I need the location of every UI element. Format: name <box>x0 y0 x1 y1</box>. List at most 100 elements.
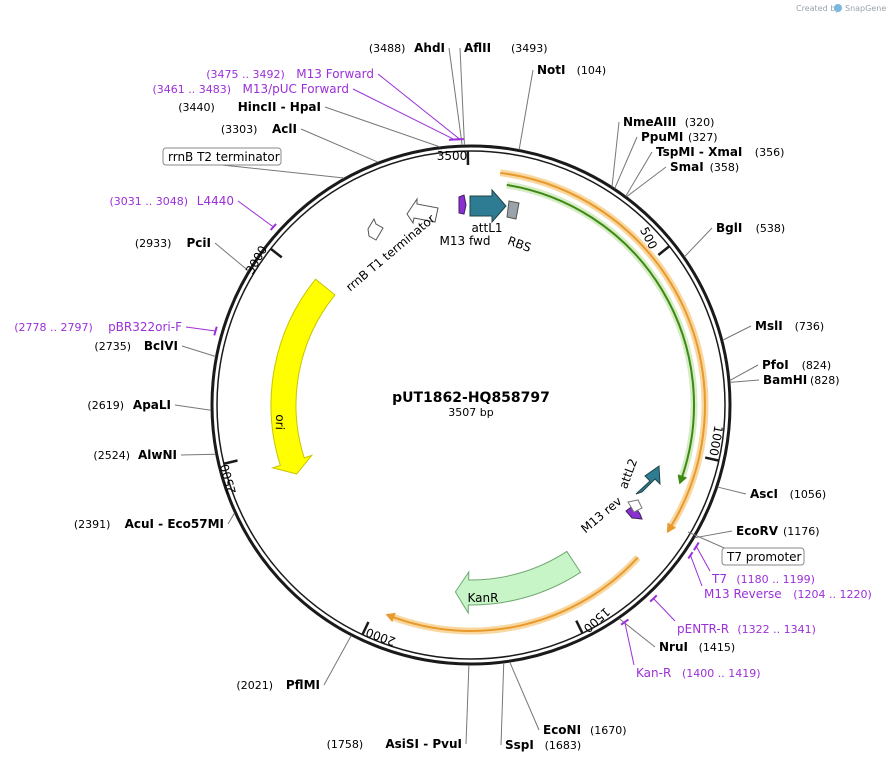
site-leader-line <box>324 106 441 148</box>
feature-rbs[interactable]: RBS <box>506 200 533 255</box>
snapgene-logo: SnapGene <box>834 4 886 13</box>
primer-leader-line <box>237 200 274 228</box>
primer-position: (3475 .. 3492) <box>206 68 285 81</box>
primer-mark <box>449 138 460 141</box>
site-leader-line <box>323 635 352 686</box>
site-leader-line <box>684 227 713 258</box>
primer-leader-line <box>695 546 711 572</box>
site-position: (3488) <box>369 42 406 55</box>
primer-name: L4440 <box>197 194 234 208</box>
site-leader-line <box>181 345 216 357</box>
feature-rrnb-t1[interactable]: rrnB T1 terminator <box>343 197 439 294</box>
orf-line <box>506 183 695 478</box>
primer-pbr322ori-f[interactable]: pBR322ori-F(2778 .. 2797) <box>14 320 218 336</box>
site-leader-line <box>694 530 733 539</box>
site-bgli[interactable]: BglI(538) <box>684 221 786 258</box>
site-name: MslI <box>755 319 783 333</box>
feature-shape <box>635 465 661 495</box>
tick-1500: 1500 <box>575 605 613 635</box>
primer-position: (1204 .. 1220) <box>793 588 872 601</box>
site-bclvi[interactable]: BclVI(2735) <box>94 339 216 357</box>
site-name: PflMI <box>286 678 320 692</box>
orf-arrowhead <box>666 522 677 534</box>
feature-attl2[interactable]: attL2 <box>616 457 661 495</box>
site-econi[interactable]: EcoNI(1670) <box>509 661 627 737</box>
site-position: (828) <box>810 374 840 387</box>
site-aflii[interactable]: AflII(3493) <box>459 41 548 146</box>
site-apali[interactable]: ApaLI(2619) <box>87 398 212 412</box>
site-position: (2524) <box>93 449 130 462</box>
tick-label: 1000 <box>706 424 725 457</box>
site-leader-line <box>729 364 759 381</box>
site-leader-line <box>300 128 379 163</box>
boxed-label-t7-promoter[interactable]: T7 promoter <box>687 531 805 566</box>
site-position: (1415) <box>699 641 736 654</box>
tick-label: 2000 <box>364 625 397 649</box>
site-position: (824) <box>802 359 832 372</box>
site-ecorv[interactable]: EcoRV(1176) <box>694 524 820 539</box>
label-text: rrnB T2 terminator <box>168 150 280 164</box>
site-pflmi[interactable]: PflMI(2021) <box>236 635 352 692</box>
feature-shape <box>627 499 643 513</box>
site-tspmi[interactable]: TspMI - XmaI(356) <box>625 145 785 197</box>
feature-attl1[interactable]: attL1 <box>469 188 507 235</box>
primer-pentr-r[interactable]: pENTR-R(1322 .. 1341) <box>649 594 816 636</box>
feature-shape <box>458 194 467 215</box>
primer-l4440[interactable]: L4440 (3031 .. 3048) <box>109 194 277 231</box>
site-name: AlwNI <box>138 448 177 462</box>
credit-text: Created by <box>796 4 840 13</box>
primer-position: (3031 .. 3048) <box>109 195 188 208</box>
site-leader-line <box>448 47 463 146</box>
primer-m13-reverse[interactable]: M13 Reverse(1204 .. 1220) <box>687 551 872 601</box>
site-leader-line <box>465 664 470 745</box>
site-nmeaiii[interactable]: NmeAIII(320) <box>611 115 714 187</box>
site-sspi[interactable]: SspI(1683) <box>500 662 581 752</box>
primer-mark <box>213 326 218 336</box>
primer-m13-puc-forward[interactable]: M13/pUC Forward(3461 .. 3483) <box>152 82 460 141</box>
site-position: (538) <box>756 222 786 235</box>
site-ppumi[interactable]: PpuMI(327) <box>614 130 718 189</box>
site-pcii[interactable]: PciI(2933) <box>135 236 249 272</box>
site-acui[interactable]: AcuI - Eco57MI(2391) <box>74 512 235 531</box>
tick-mark <box>657 245 671 257</box>
orf-orange-2-arc <box>385 555 641 635</box>
site-alwni[interactable]: AlwNI (2524) <box>93 448 216 462</box>
site-acli[interactable]: AclI(3303) <box>221 122 379 163</box>
primer-name: M13/pUC Forward <box>242 82 349 96</box>
site-leader-line <box>214 242 249 272</box>
site-msli[interactable]: MslI(736) <box>722 319 824 341</box>
site-noti[interactable]: NotI(104) <box>518 63 606 150</box>
orf-line <box>391 556 639 632</box>
site-pfoi[interactable]: PfoI(824) <box>729 358 832 381</box>
feature-label: KanR <box>468 591 499 605</box>
primer-name: pBR322ori-F <box>108 320 182 334</box>
feature-kanr[interactable]: KanR <box>454 550 582 615</box>
site-bamhi[interactable]: BamHI(828) <box>729 373 840 387</box>
site-hincii[interactable]: HincII - HpaI(3440) <box>178 100 441 148</box>
site-name: EcoNI <box>543 723 581 737</box>
orf-arrowhead <box>677 474 688 485</box>
backbone-outer <box>210 144 732 666</box>
site-smai[interactable]: SmaI(358) <box>626 160 740 198</box>
site-asisi[interactable]: AsiSI - PvuI(1758) <box>327 664 470 751</box>
plasmid-length: 3507 bp <box>448 406 493 419</box>
site-ahdi[interactable]: AhdI(3488) <box>369 41 463 146</box>
feature-m13-rev[interactable]: M13 rev <box>578 494 643 536</box>
tick-mark <box>361 621 370 636</box>
tick-3000: 3000 <box>243 243 283 277</box>
primer-name: T7 <box>711 572 727 586</box>
feature-m13-fwd[interactable]: M13 fwd <box>440 194 491 248</box>
site-nrui[interactable]: NruI(1415) <box>618 618 736 654</box>
site-leader-line <box>626 166 667 198</box>
site-asci[interactable]: AscI(1056) <box>717 486 827 501</box>
primer-kan-r[interactable]: Kan-R(1400 .. 1419) <box>620 618 761 680</box>
site-name: HincII - HpaI <box>238 100 321 114</box>
boxed-label-rrnb-t2[interactable]: rrnB T2 terminator <box>162 147 345 179</box>
feature-label: M13 rev <box>578 494 624 536</box>
feature-ori[interactable]: ori <box>270 278 336 475</box>
site-position: (1056) <box>790 488 827 501</box>
primer-leader-line <box>653 598 676 622</box>
primer-m13-forward[interactable]: M13 Forward(3475 .. 3492) <box>206 67 464 141</box>
primer-t7[interactable]: T7(1180 .. 1199) <box>693 541 815 586</box>
